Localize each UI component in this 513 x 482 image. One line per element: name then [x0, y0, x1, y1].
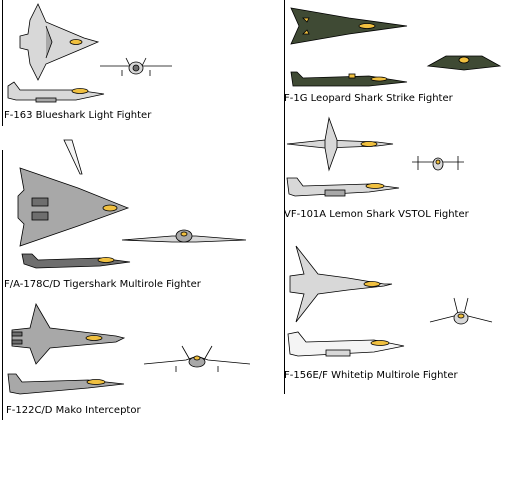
whitetip-top-view: [289, 245, 393, 323]
leopard-shark-caption: F-1G Leopard Shark Strike Fighter: [284, 93, 453, 104]
blueshark-side-view: [7, 81, 105, 103]
lemon-shark-front-view: [412, 156, 464, 171]
tigershark-top-view: [17, 139, 130, 247]
whitetip-caption: F-156E/F Whitetip Multirole Fighter: [284, 370, 458, 381]
blueshark-front-view: [100, 57, 172, 76]
blueshark-top-view: [19, 3, 100, 81]
mako-side-view: [7, 373, 125, 395]
tigershark-side-view: [21, 253, 131, 269]
mako-front-view: [143, 345, 251, 372]
leopard-shark-side-view: [290, 71, 408, 87]
left-divider-bottom: [2, 150, 3, 420]
lemon-shark-top-view: [286, 116, 394, 172]
leopard-shark-front-view: [426, 55, 502, 71]
leopard-shark-top-view: [290, 7, 408, 45]
mako-top-view: [11, 302, 126, 365]
whitetip-front-view: [429, 297, 493, 325]
lemon-shark-side-view: [286, 177, 400, 197]
tigershark-front-view: [121, 229, 247, 243]
center-divider: [284, 0, 285, 394]
tigershark-caption: F/A-178C/D Tigershark Multirole Fighter: [4, 279, 201, 290]
lemon-shark-caption: VF-101A Lemon Shark VSTOL Fighter: [284, 209, 469, 220]
mako-caption: F-122C/D Mako Interceptor: [6, 405, 141, 416]
left-divider-top: [2, 0, 3, 126]
blueshark-caption: F-163 Blueshark Light Fighter: [4, 110, 152, 121]
whitetip-side-view: [287, 331, 405, 357]
